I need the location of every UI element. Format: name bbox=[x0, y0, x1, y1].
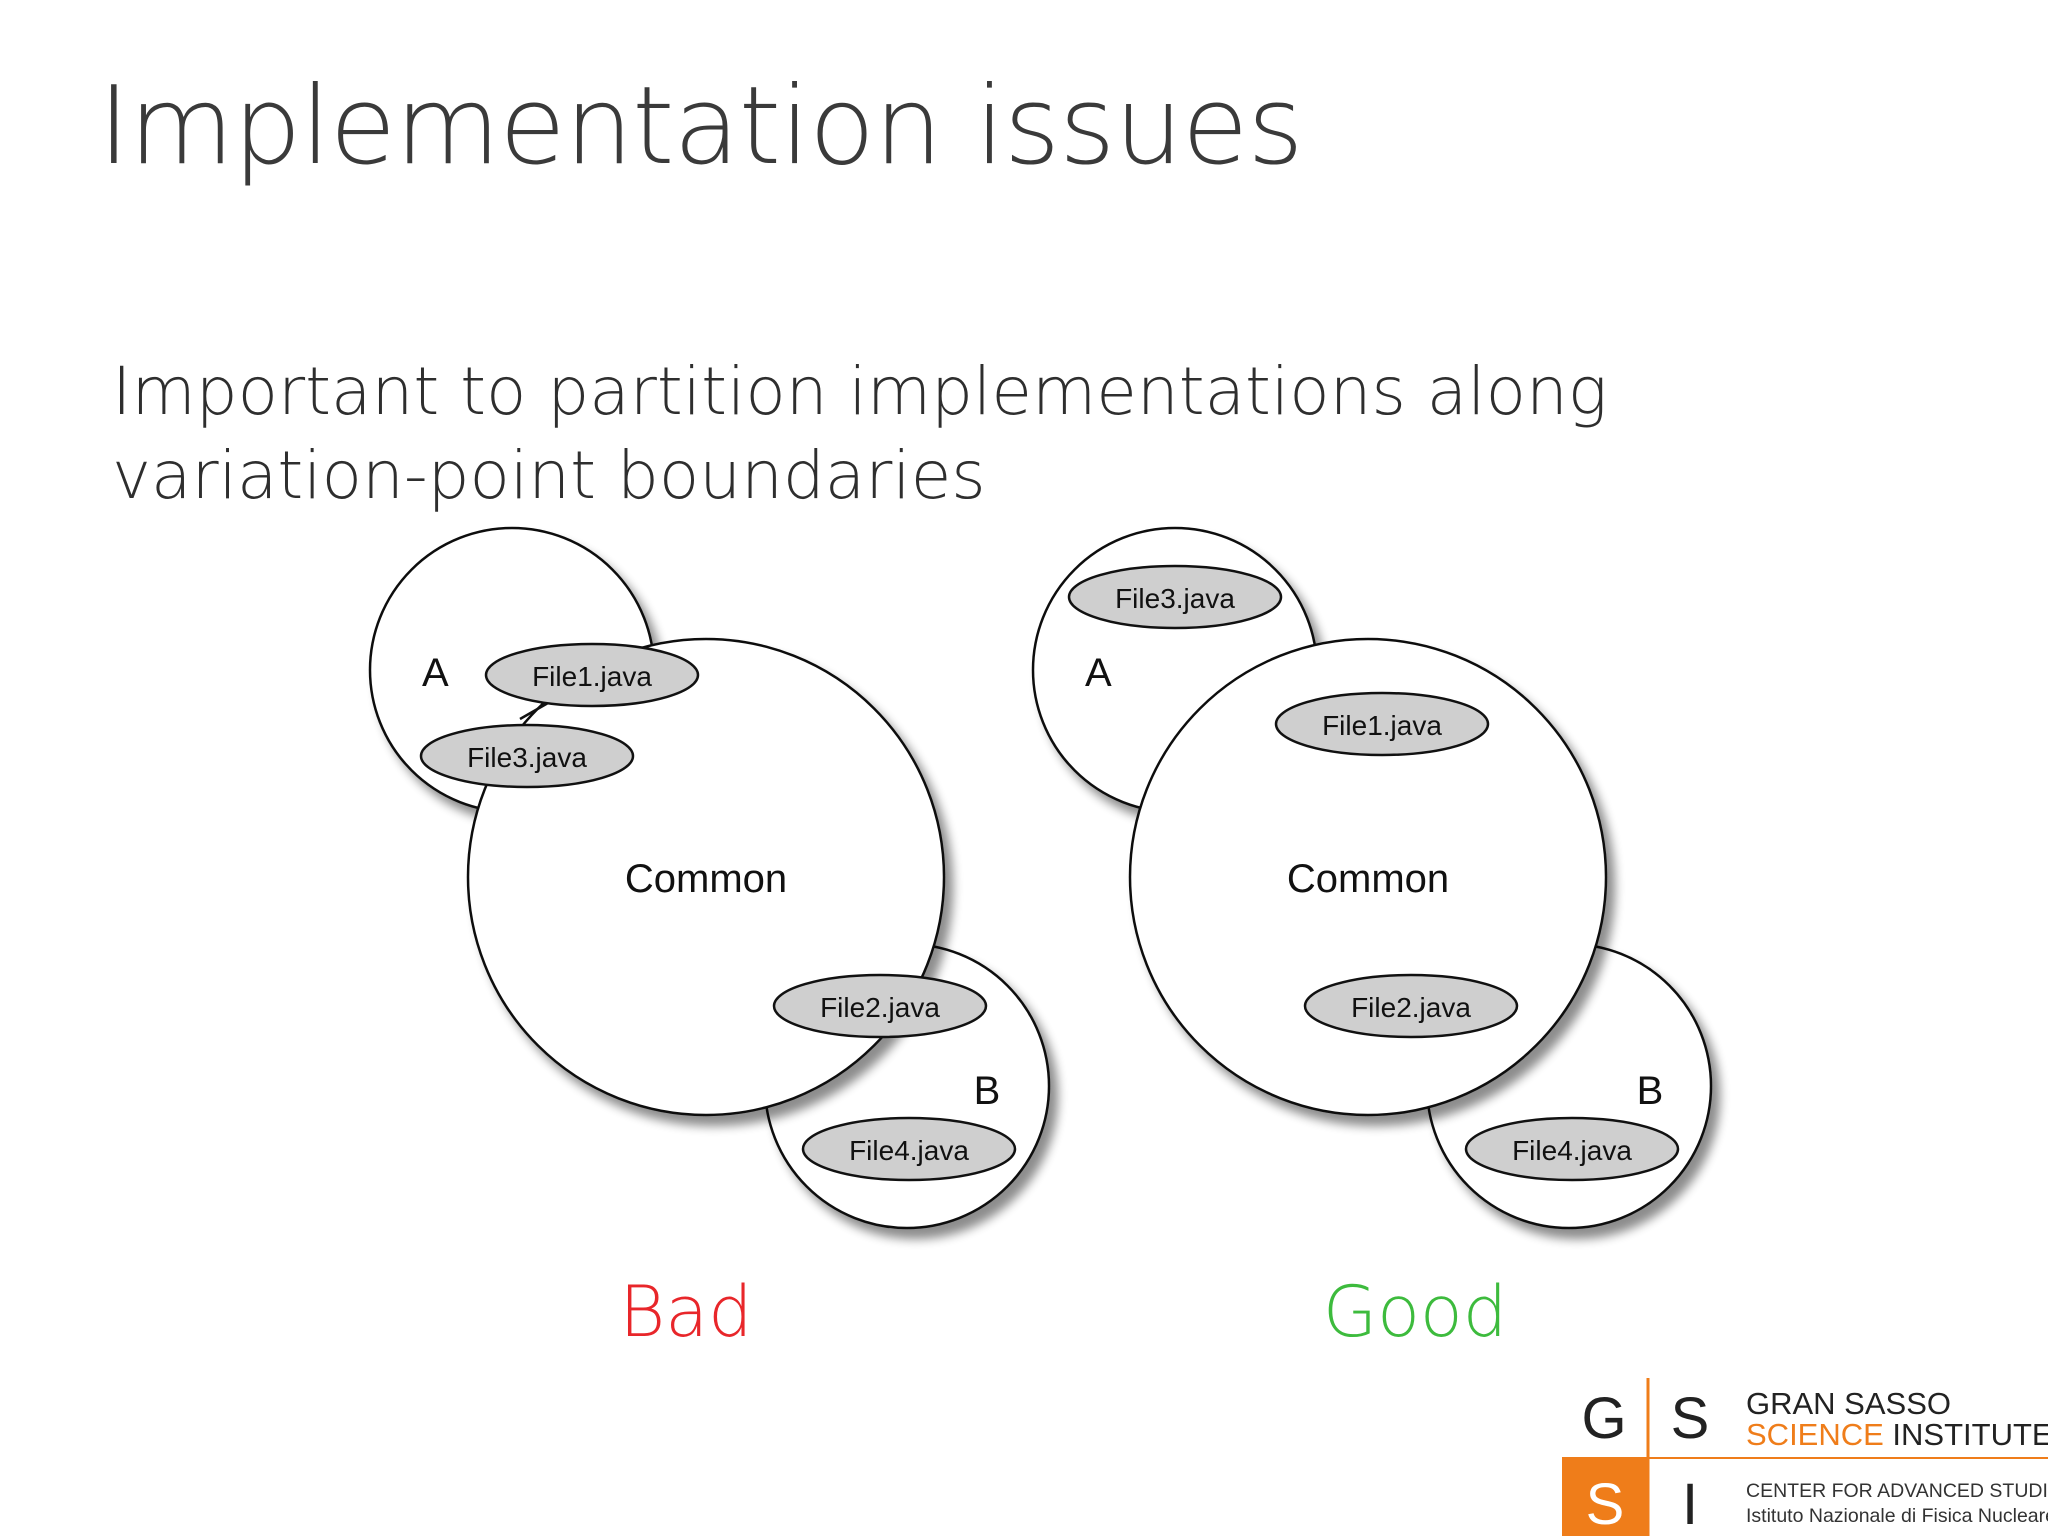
bad-file-2: File2.java bbox=[772, 973, 988, 1039]
svg-text:File2.java: File2.java bbox=[1351, 992, 1471, 1023]
bad-caption: Bad bbox=[619, 1271, 752, 1353]
logo-letter-g: G bbox=[1581, 1386, 1626, 1451]
bad-file-4: File4.java bbox=[801, 1116, 1017, 1182]
bad-label-b: B bbox=[974, 1069, 1001, 1113]
bad-file-3: File3.java bbox=[419, 723, 635, 789]
svg-text:File3.java: File3.java bbox=[1115, 583, 1235, 614]
bad-file-1: File1.java bbox=[484, 642, 700, 708]
good-label-b: B bbox=[1637, 1069, 1664, 1113]
svg-text:File4.java: File4.java bbox=[849, 1135, 969, 1166]
good-label-a: A bbox=[1085, 651, 1112, 695]
bad-label-a: A bbox=[422, 651, 449, 695]
good-caption: Good bbox=[1323, 1271, 1507, 1353]
good-diagram: A Common B File3.java File1.java File2.j… bbox=[1031, 526, 1713, 1353]
gssi-logo: G S S I GRAN SASSO SCIENCE INSTITUTE CEN… bbox=[1562, 1378, 2048, 1536]
good-file-3: File3.java bbox=[1067, 564, 1283, 630]
slide-subtitle: Important to partition implementations a… bbox=[112, 353, 1608, 514]
good-label-common: Common bbox=[1287, 857, 1449, 901]
svg-text:File3.java: File3.java bbox=[467, 742, 587, 773]
slide-title: Implementation issues bbox=[98, 64, 1304, 189]
logo-letter-s1: S bbox=[1671, 1386, 1710, 1451]
good-file-1: File1.java bbox=[1274, 691, 1490, 757]
logo-line-1: GRAN SASSO bbox=[1746, 1386, 1951, 1421]
bad-label-common: Common bbox=[625, 857, 787, 901]
logo-line-4: Istituto Nazionale di Fisica Nucleare bbox=[1746, 1505, 2048, 1527]
svg-text:File1.java: File1.java bbox=[532, 661, 652, 692]
logo-line-3: CENTER FOR ADVANCED STUDIES bbox=[1746, 1480, 2048, 1502]
logo-letter-i: I bbox=[1682, 1472, 1698, 1536]
logo-line-2: SCIENCE INSTITUTE bbox=[1746, 1417, 2048, 1452]
good-file-2: File2.java bbox=[1303, 973, 1519, 1039]
svg-text:File1.java: File1.java bbox=[1322, 710, 1442, 741]
svg-text:File2.java: File2.java bbox=[820, 992, 940, 1023]
logo-letter-s2: S bbox=[1586, 1472, 1625, 1536]
svg-text:File4.java: File4.java bbox=[1512, 1135, 1632, 1166]
bad-diagram: A Common B File1.java File3.java File2.j… bbox=[368, 526, 1051, 1353]
good-file-4: File4.java bbox=[1464, 1116, 1680, 1182]
logo-orange-square bbox=[1562, 1458, 1648, 1536]
